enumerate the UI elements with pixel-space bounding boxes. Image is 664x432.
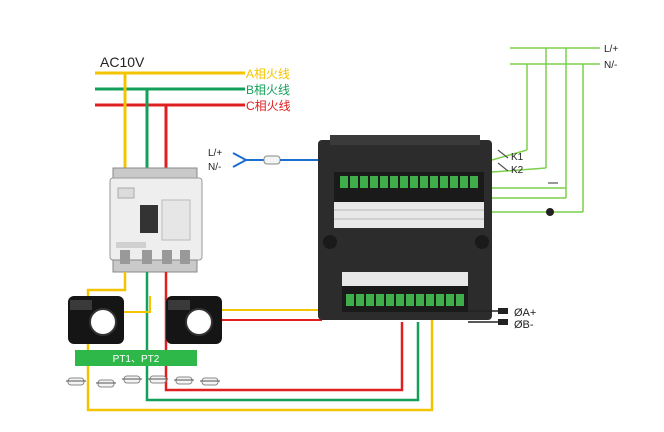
relay-k2-label: K2	[511, 165, 524, 176]
power-meter	[318, 135, 492, 320]
fuse-6	[200, 377, 220, 386]
phase-c-label: C相火线	[246, 99, 291, 113]
right-bus	[491, 47, 600, 216]
aux-power-input	[232, 152, 318, 168]
aux-fuse	[263, 155, 281, 165]
comm-terminals	[468, 308, 508, 325]
phase-a-label: A相火线	[246, 67, 290, 81]
ct-secondary-wires	[124, 296, 322, 321]
upper-terminal-block	[334, 172, 484, 202]
fuse-1	[66, 377, 86, 386]
supply-voltage-label: AC10V	[100, 54, 145, 70]
comm-b-label: ØB-	[514, 319, 534, 331]
fuse-5	[174, 376, 194, 385]
relay-k1-contact	[497, 149, 509, 159]
upper-terminal-labels	[334, 202, 484, 228]
fuse-4	[148, 375, 168, 384]
comm-a-label: ØA+	[514, 307, 536, 319]
aux-live-label: L/+	[208, 148, 222, 159]
lower-terminal-labels	[342, 272, 468, 286]
relay-k1-label: K1	[511, 152, 524, 163]
pt-fuses	[66, 375, 220, 388]
aux-neutral-label: N/-	[208, 162, 221, 173]
pt-label: PT1、PT2	[113, 354, 160, 365]
fuse-3	[122, 375, 142, 384]
pt-label-bar	[75, 350, 197, 366]
bus-live-label: L/+	[604, 44, 618, 55]
current-transformer-1	[68, 296, 124, 344]
phase-b-label: B相火线	[246, 83, 290, 97]
breaker-handle	[140, 205, 158, 233]
current-transformer-2	[166, 296, 222, 344]
circuit-breaker	[109, 167, 203, 273]
relay-k2-contact	[497, 162, 509, 172]
phase-wires	[95, 71, 245, 168]
indicator-lamp	[546, 208, 554, 216]
fuse-2	[96, 379, 116, 388]
bus-neutral-label: N/-	[604, 60, 617, 71]
